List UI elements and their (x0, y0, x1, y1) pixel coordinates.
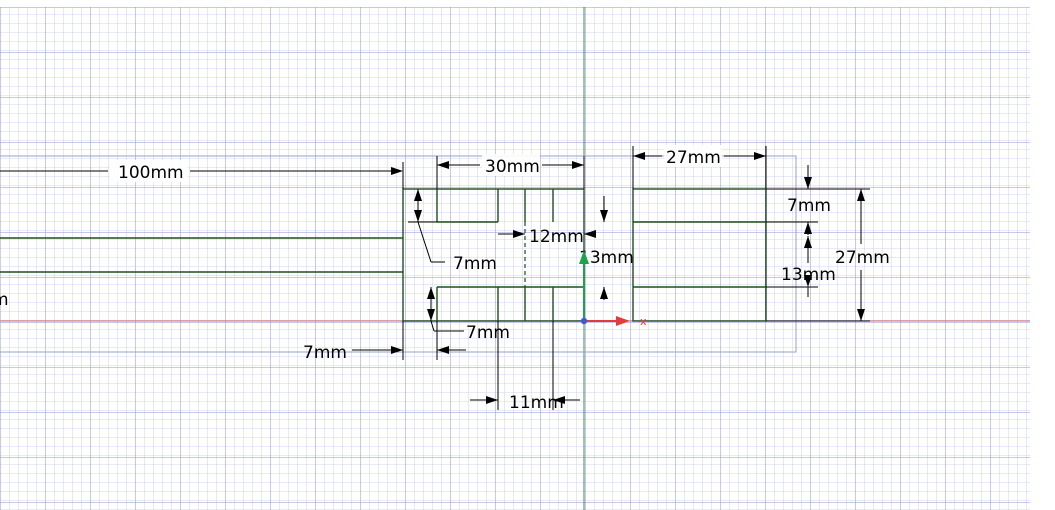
bounding-box (0, 155, 797, 353)
grid-background (0, 7, 1030, 510)
dim-7mm-right[interactable]: 7mm (787, 196, 831, 216)
dim-13mm-right[interactable]: 13mm (781, 265, 836, 285)
dim-13mm-center[interactable]: 13mm (579, 248, 634, 268)
dim-27mm-right[interactable]: 27mm (835, 248, 890, 268)
dim-partial-left[interactable]: m (0, 290, 9, 310)
dim-7mm-left-inner[interactable]: 7mm (453, 254, 497, 274)
sketch-geometry[interactable] (0, 188, 767, 322)
origin-point-icon[interactable] (580, 317, 588, 325)
dim-27mm-top[interactable]: 27mm (666, 148, 721, 168)
top-margin (0, 0, 1030, 7)
y-axis-arrow-icon (579, 250, 589, 264)
dim-12mm[interactable]: 12mm (529, 227, 584, 247)
dim-7mm-bottom-left[interactable]: 7mm (303, 343, 347, 363)
dim-100mm[interactable]: 100mm (118, 163, 184, 183)
dimension-labels: 100mm 30mm 27mm 7mm 27mm 13mm 12mm 13mm … (0, 145, 890, 413)
dim-11mm[interactable]: 11mm (509, 393, 564, 413)
dim-7mm-bottom-inner[interactable]: 7mm (466, 323, 510, 343)
x-axis-arrow-icon (616, 316, 630, 326)
dim-30mm[interactable]: 30mm (485, 157, 540, 177)
x-axis-label: x (640, 315, 647, 328)
dimension-lines (0, 146, 870, 410)
right-margin (1030, 0, 1055, 510)
origin-axes: x (579, 250, 647, 328)
